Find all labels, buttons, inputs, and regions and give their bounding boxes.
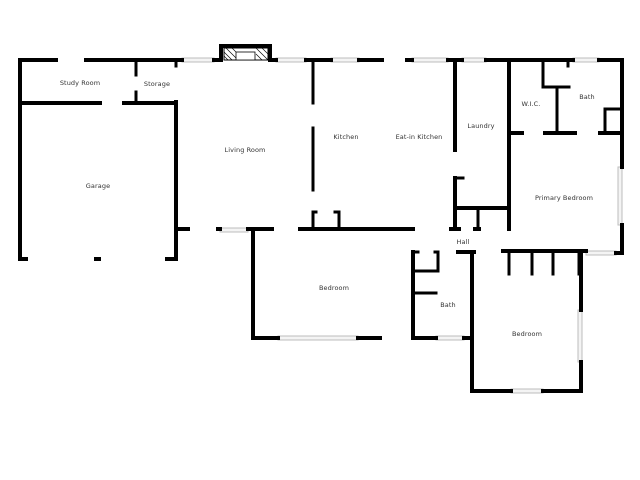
room-label-eat-in-kitchen: Eat-in Kitchen (395, 133, 443, 141)
room-label-storage: Storage (143, 80, 171, 88)
room-label-study-room: Study Room (59, 79, 101, 87)
room-label-living-room: Living Room (224, 146, 266, 154)
room-label-garage: Garage (85, 182, 111, 190)
fireplace (219, 44, 272, 62)
room-label-bedroom-2: Bedroom (511, 330, 543, 338)
room-label-laundry: Laundry (467, 122, 495, 130)
room-label-wic: W.I.C. (521, 100, 541, 108)
room-label-primary-bedroom: Primary Bedroom (534, 194, 594, 202)
room-label-bedroom-1: Bedroom (318, 284, 350, 292)
room-label-primary-bath: Bath (579, 93, 595, 101)
walls (18, 58, 624, 393)
room-label-bath-2: Bath (440, 301, 456, 309)
room-label-kitchen: Kitchen (333, 133, 359, 141)
room-label-hall: Hall (456, 238, 470, 246)
